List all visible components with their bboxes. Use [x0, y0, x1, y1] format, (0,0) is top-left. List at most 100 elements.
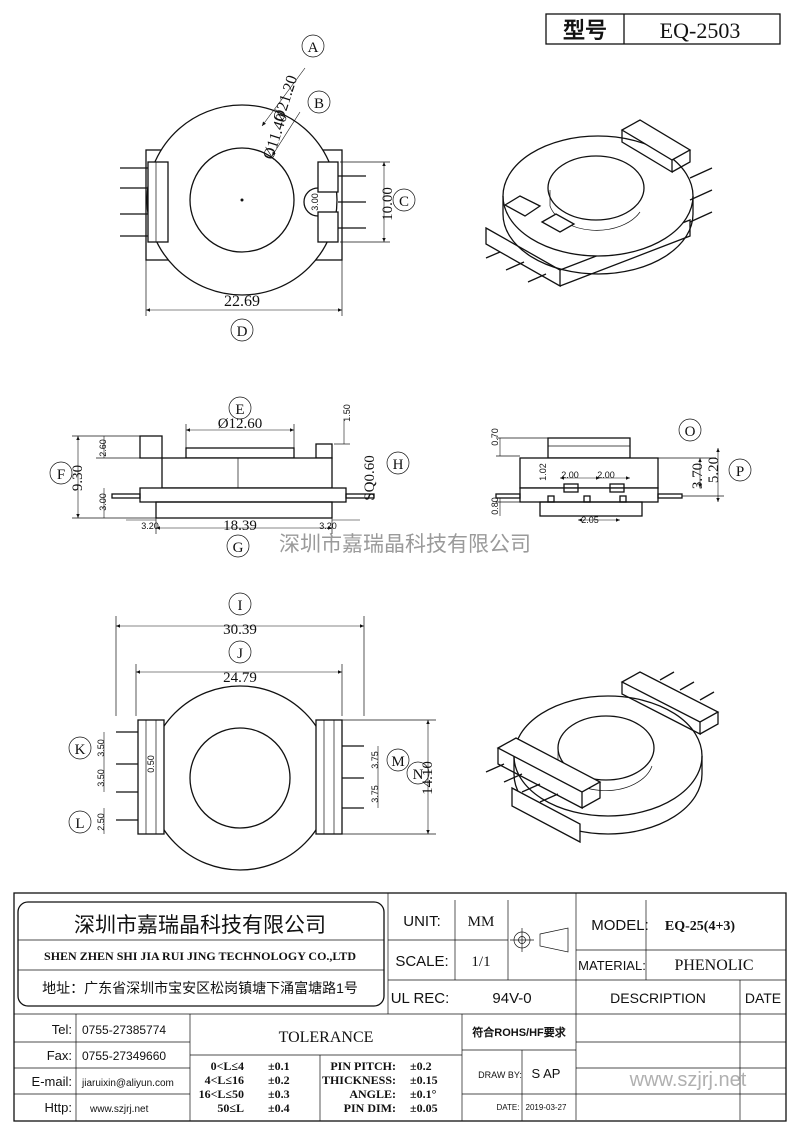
http-value: www.szjrj.net [89, 1104, 149, 1115]
dim-k-small: 0.50 [146, 755, 156, 773]
dim-pitch-3: 2.05 [581, 515, 599, 525]
tol-range-1: 0<L≤4 [211, 1059, 244, 1073]
model-header-value: EQ-2503 [660, 18, 741, 43]
http-label: Http: [45, 1100, 72, 1115]
dim-c-value: 10.00 [380, 187, 396, 221]
material-value: PHENOLIC [674, 957, 753, 974]
tol-range-2: 4<L≤16 [205, 1073, 244, 1087]
label-c: C [399, 194, 409, 210]
dim-pitch-2: 2.00 [597, 470, 615, 480]
dim-m2: 3.75 [370, 785, 380, 803]
tol-value-4: ±0.4 [268, 1101, 290, 1115]
company-name-en: SHEN ZHEN SHI JIA RUI JING TECHNOLOGY CO… [44, 949, 356, 963]
company-name-cn: 深圳市嘉瑞晶科技有限公司 [74, 914, 326, 937]
tol-range-3: 16<L≤50 [199, 1087, 244, 1101]
label-h: H [393, 457, 404, 473]
label-m: M [391, 754, 404, 770]
material-label: MATERIAL: [578, 958, 646, 973]
dim-o-mid: 1.02 [538, 463, 548, 481]
label-i: I [238, 598, 243, 614]
label-o: O [685, 424, 696, 440]
unit-label: UNIT: [403, 913, 441, 930]
title-block: 深圳市嘉瑞晶科技有限公司 SHEN ZHEN SHI JIA RUI JING … [13, 892, 787, 1122]
tol-value-1: ±0.1 [268, 1059, 290, 1073]
pin-dim-value: ±0.05 [410, 1101, 438, 1115]
angle-value: ±0.1° [410, 1087, 437, 1101]
tol-value-3: ±0.3 [268, 1087, 290, 1101]
label-d: D [237, 324, 248, 340]
model-header-label: 型号 [563, 18, 607, 43]
scale-value: 1/1 [471, 954, 490, 970]
side-view-right: 0.70 1.02 0.80 2.00 2.00 2.05 3.70 5.20 … [490, 418, 752, 525]
side-view-left: Ø12.60 E 9.30 2.60 3.00 F 18.39 3.20 3.2… [49, 396, 410, 558]
dim-h-top: 1.50 [342, 404, 352, 422]
top-view: Ø21.20 Ø11.40 A B 10.00 3.00 C 22.69 D [120, 34, 416, 342]
label-k: K [75, 742, 86, 758]
bottom-view: 30.39 I 24.79 J 3.50 3.50 0.50 K 2.50 L [68, 592, 436, 871]
ul-value: 94V-0 [492, 990, 531, 1007]
angle-label: ANGLE: [349, 1087, 396, 1101]
label-e: E [235, 402, 244, 418]
unit-value: MM [468, 914, 495, 930]
tel-value: 0755-27385774 [82, 1023, 166, 1037]
dim-l-value: 2.50 [96, 813, 106, 831]
date-field-value: 2019-03-27 [526, 1103, 567, 1112]
dim-f-value: 9.30 [70, 465, 86, 491]
dim-k2: 3.50 [96, 769, 106, 787]
dim-h-value: SQ0.60 [362, 455, 378, 500]
pin-pitch-value: ±0.2 [410, 1059, 432, 1073]
label-a: A [308, 40, 319, 56]
dim-e-value: Ø12.60 [218, 416, 263, 432]
model-header: 型号 EQ-2503 [545, 13, 781, 45]
dim-f-top: 2.60 [98, 439, 108, 457]
projection-symbol-icon [510, 927, 569, 953]
dim-c-inner: 3.00 [310, 193, 320, 211]
scale-label: SCALE: [395, 953, 448, 970]
dim-g-value: 18.39 [223, 518, 257, 534]
date-field-label: DATE: [497, 1103, 520, 1112]
label-p: P [736, 464, 744, 480]
rohs-text: 符合ROHS/HF要求 [472, 1025, 566, 1039]
watermark-company: 深圳市嘉瑞晶科技有限公司 [279, 532, 531, 556]
model-value: EQ-25(4+3) [665, 919, 736, 934]
ul-label: UL REC: [391, 990, 450, 1007]
fax-value: 0755-27349660 [82, 1049, 166, 1063]
dim-pitch-1: 2.00 [561, 470, 579, 480]
isometric-view-2 [485, 671, 720, 844]
draw-by-label: DRAW BY: [478, 1070, 522, 1080]
thickness-label: THICKNESS: [322, 1073, 396, 1087]
dim-m-value: 3.75 [370, 751, 380, 769]
draw-by-value: S AP [532, 1066, 561, 1081]
label-f: F [57, 467, 65, 483]
isometric-view-1 [485, 119, 713, 288]
tel-label: Tel: [52, 1022, 72, 1037]
date-label: DATE [745, 990, 781, 1006]
pin-dim-label: PIN DIM: [344, 1101, 396, 1115]
pin-pitch-label: PIN PITCH: [330, 1059, 396, 1073]
dim-g-right: 3.20 [319, 521, 337, 531]
email-value: jiaruixin@aliyun.com [81, 1078, 174, 1089]
watermark-url: www.szjrj.net [629, 1069, 747, 1091]
dim-d-value: 22.69 [224, 293, 260, 310]
dim-k-value: 3.50 [96, 739, 106, 757]
dim-i-value: 30.39 [223, 622, 257, 638]
dim-g-left: 3.20 [141, 521, 159, 531]
label-j: J [237, 646, 243, 662]
dim-j-value: 24.79 [223, 670, 257, 686]
thickness-value: ±0.15 [410, 1073, 438, 1087]
company-address: 地址：广东省深圳市宝安区松岗镇塘下涌富塘路1号 [42, 980, 358, 996]
label-l: L [75, 816, 84, 832]
description-label: DESCRIPTION [610, 990, 706, 1006]
fax-label: Fax: [47, 1048, 72, 1063]
dim-p-value: 5.20 [706, 457, 722, 483]
tol-value-2: ±0.2 [268, 1073, 290, 1087]
dim-o-top: 0.70 [490, 428, 500, 446]
dim-o-bottom: 0.80 [490, 497, 500, 515]
label-b: B [314, 96, 324, 112]
dim-o-value: 3.70 [690, 463, 706, 489]
label-n: N [413, 767, 424, 783]
email-label: E-mail: [32, 1074, 72, 1089]
tolerance-label: TOLERANCE [279, 1029, 374, 1046]
model-label: MODEL: [591, 917, 649, 934]
